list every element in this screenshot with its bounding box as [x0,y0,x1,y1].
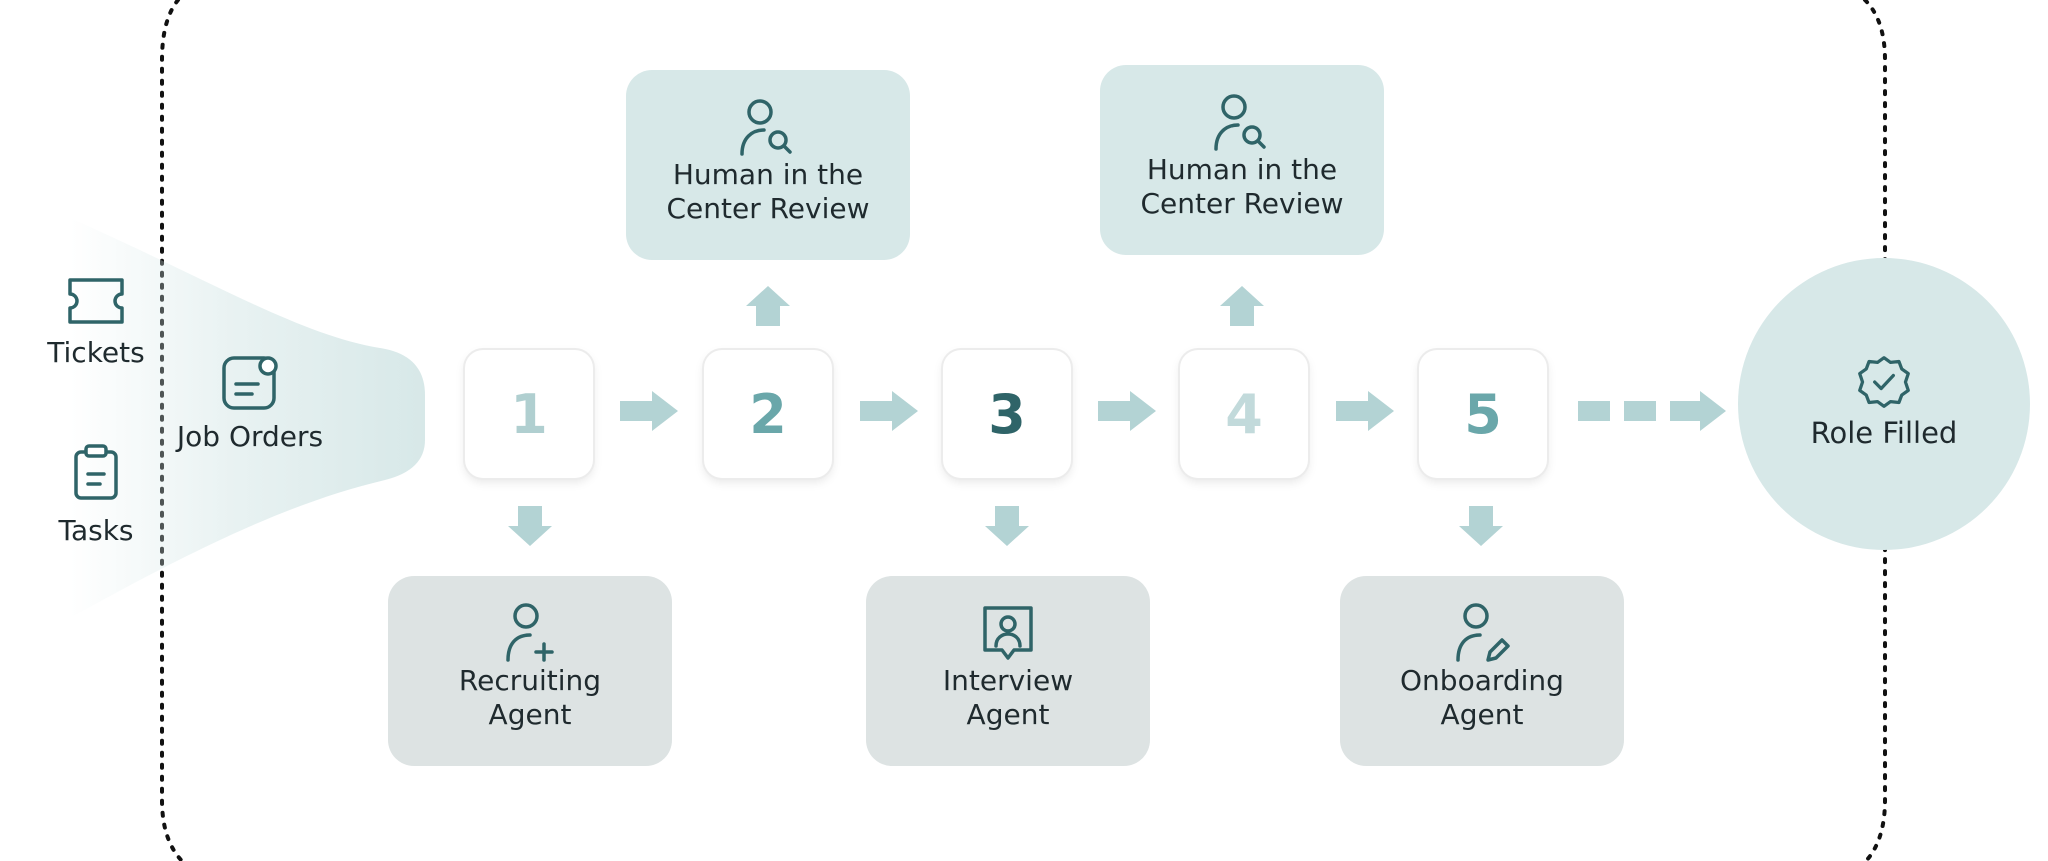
agent-title-line2: Agent [1440,698,1524,731]
user-edit-icon [1456,603,1510,662]
ticket-icon [68,278,124,324]
review-title-line1: Human in the [672,158,864,191]
step-2: 2 [704,350,832,478]
step-4: 4 [1180,350,1308,478]
step-5: 5 [1419,350,1547,478]
tickets-label: Tickets [47,336,145,369]
verified-badge-icon [1858,356,1910,408]
onboarding-agent-box: Onboarding Agent [1340,576,1624,766]
clipboard-icon [74,444,118,500]
arrow-right [1336,391,1394,431]
arrow-right [1098,391,1156,431]
role-filled-label: Role Filled [1810,416,1958,450]
review-title-line2: Center Review [666,192,870,225]
arrow-down [1459,506,1503,546]
arrow-right [1670,391,1726,431]
arrow-down [508,506,552,546]
step-1: 1 [465,350,593,478]
intake-funnel [70,218,425,618]
job-orders-label: Job Orders [176,420,324,453]
arrow-down [985,506,1029,546]
job-order-icon [222,356,278,410]
agent-title-line1: Interview [942,664,1074,697]
human-review-box: Human in the Center Review [1100,65,1384,255]
role-filled-circle: Role Filled [1738,258,2030,550]
arrow-right [860,391,918,431]
agent-title-line1: Onboarding [1400,664,1564,697]
agent-title-line2: Agent [488,698,572,731]
review-title-line1: Human in the [1146,153,1338,186]
agent-title-line1: Recruiting [458,664,602,697]
human-review-box: Human in the Center Review [626,70,910,260]
tasks-label: Tasks [58,514,134,547]
arrow-up [1220,286,1264,326]
arrow-right [620,391,678,431]
user-badge-icon [983,606,1033,660]
flow-arrows [508,286,1726,546]
dash-segment [1578,401,1610,421]
recruiting-agent-box: Recruiting Agent [388,576,672,766]
review-title-line2: Center Review [1140,187,1344,220]
user-search-icon [740,99,792,156]
step-3: 3 [943,350,1071,478]
interview-agent-box: Interview Agent [866,576,1150,766]
user-add-icon [506,603,554,662]
dash-segment [1624,401,1656,421]
agent-title-line2: Agent [966,698,1050,731]
user-search-icon [1214,94,1266,151]
arrow-up [746,286,790,326]
